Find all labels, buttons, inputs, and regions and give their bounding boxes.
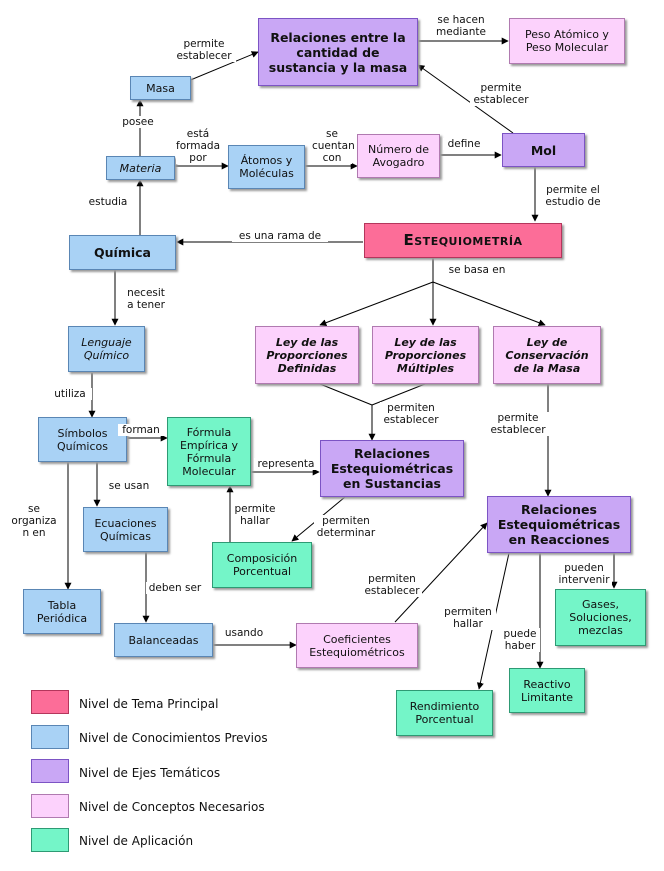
legend-label: Nivel de Tema Principal bbox=[79, 697, 219, 711]
node-quimica: Química bbox=[69, 235, 176, 270]
node-tabla: Tabla Periódica bbox=[23, 589, 101, 634]
link-leymult-join bbox=[371, 383, 426, 406]
link-coeficientes-relreac bbox=[394, 522, 488, 623]
label-se-usan: se usan bbox=[104, 480, 154, 492]
label-se-cuentan: se cuentan con bbox=[312, 128, 355, 164]
label-define: define bbox=[443, 138, 485, 150]
label-esta-formada: está formada por bbox=[176, 128, 221, 164]
label-permite-est-mol: permite establecer bbox=[470, 82, 532, 106]
label-deben-ser: deben ser bbox=[146, 582, 204, 594]
label-permite-estudio: permite el estudio de bbox=[540, 184, 606, 208]
label-permite-hallar: permite hallar bbox=[232, 503, 278, 527]
node-coeficientes: Coeficientes Estequiométricos bbox=[296, 623, 418, 668]
node-rendimiento: Rendimiento Porcentual bbox=[396, 690, 493, 736]
legend-label: Nivel de Conceptos Necesarios bbox=[79, 800, 265, 814]
link-esteq-leydef bbox=[319, 281, 434, 327]
label-forman: forman bbox=[118, 424, 164, 436]
label-se-hacen: se hacen mediante bbox=[426, 14, 496, 38]
label-permite-est-masa: permite establecer bbox=[172, 38, 236, 62]
legend-swatch bbox=[31, 690, 69, 714]
node-rel-reac: Relaciones Estequiométricas en Reaccione… bbox=[487, 496, 631, 553]
link-leydef-join bbox=[319, 383, 373, 406]
label-estudia: estudia bbox=[84, 196, 132, 208]
label-permiten-est-coef: permiten establecer bbox=[362, 573, 422, 597]
node-gases: Gases, Soluciones, mezclas bbox=[555, 589, 646, 646]
label-usando: usando bbox=[221, 627, 267, 639]
label-utiliza: utiliza bbox=[48, 388, 92, 400]
node-ley-mult: Ley de las Proporciones Múltiples bbox=[372, 326, 479, 384]
node-peso: Peso Atómico y Peso Molecular bbox=[509, 18, 625, 64]
label-puede-haber: puede haber bbox=[500, 628, 540, 652]
label-rama: es una rama de bbox=[232, 230, 328, 242]
node-materia: Materia bbox=[106, 156, 175, 180]
node-ley-def: Ley de las Proporciones Definidas bbox=[255, 326, 359, 384]
label-permite-est-cons: permite establecer bbox=[487, 412, 549, 436]
node-reactivo: Reactivo Limitante bbox=[509, 668, 585, 713]
node-balanceadas: Balanceadas bbox=[114, 623, 213, 657]
legend-label: Nivel de Aplicación bbox=[79, 834, 194, 848]
legend-label: Nivel de Ejes Temáticos bbox=[79, 766, 221, 780]
node-esteq: Estequiometría bbox=[364, 223, 562, 258]
label-permiten-hallar: permiten hallar bbox=[440, 606, 496, 630]
legend-swatch bbox=[31, 725, 69, 749]
legend-swatch bbox=[31, 794, 69, 818]
link-esteq-leycons bbox=[432, 281, 546, 327]
node-masa: Masa bbox=[130, 76, 191, 100]
label-necesita: necesit a tener bbox=[122, 287, 170, 311]
label-se-basa: se basa en bbox=[444, 264, 510, 276]
node-atomos: Átomos y Moléculas bbox=[228, 145, 305, 189]
legend-swatch bbox=[31, 828, 69, 852]
label-posee: posee bbox=[116, 116, 160, 128]
legend-swatch bbox=[31, 759, 69, 783]
node-avogadro: Número de Avogadro bbox=[357, 134, 440, 178]
node-formula: Fórmula Empírica y Fórmula Molecular bbox=[167, 417, 251, 486]
node-simbolos: Símbolos Químicos bbox=[38, 417, 127, 462]
label-pueden-intervenir: pueden intervenir bbox=[556, 562, 612, 586]
label-permiten-est: permiten establecer bbox=[380, 402, 442, 426]
node-ley-cons: Ley de Conservación de la Masa bbox=[493, 326, 601, 384]
link-mol-relaciones bbox=[417, 64, 514, 134]
node-ecuaciones: Ecuaciones Químicas bbox=[83, 507, 168, 552]
legend-label: Nivel de Conocimientos Previos bbox=[79, 731, 268, 745]
node-mol: Mol bbox=[502, 133, 585, 167]
node-composicion: Composición Porcentual bbox=[212, 542, 312, 588]
node-lenguaje: Lenguaje Químico bbox=[68, 326, 145, 372]
node-relaciones: Relaciones entre la cantidad de sustanci… bbox=[258, 18, 418, 86]
node-rel-sust: Relaciones Estequiométricas en Sustancia… bbox=[320, 440, 464, 497]
label-permiten-det: permiten determinar bbox=[314, 515, 378, 539]
label-se-organiza: se organiza n en bbox=[8, 503, 60, 539]
label-representa: representa bbox=[254, 458, 318, 470]
